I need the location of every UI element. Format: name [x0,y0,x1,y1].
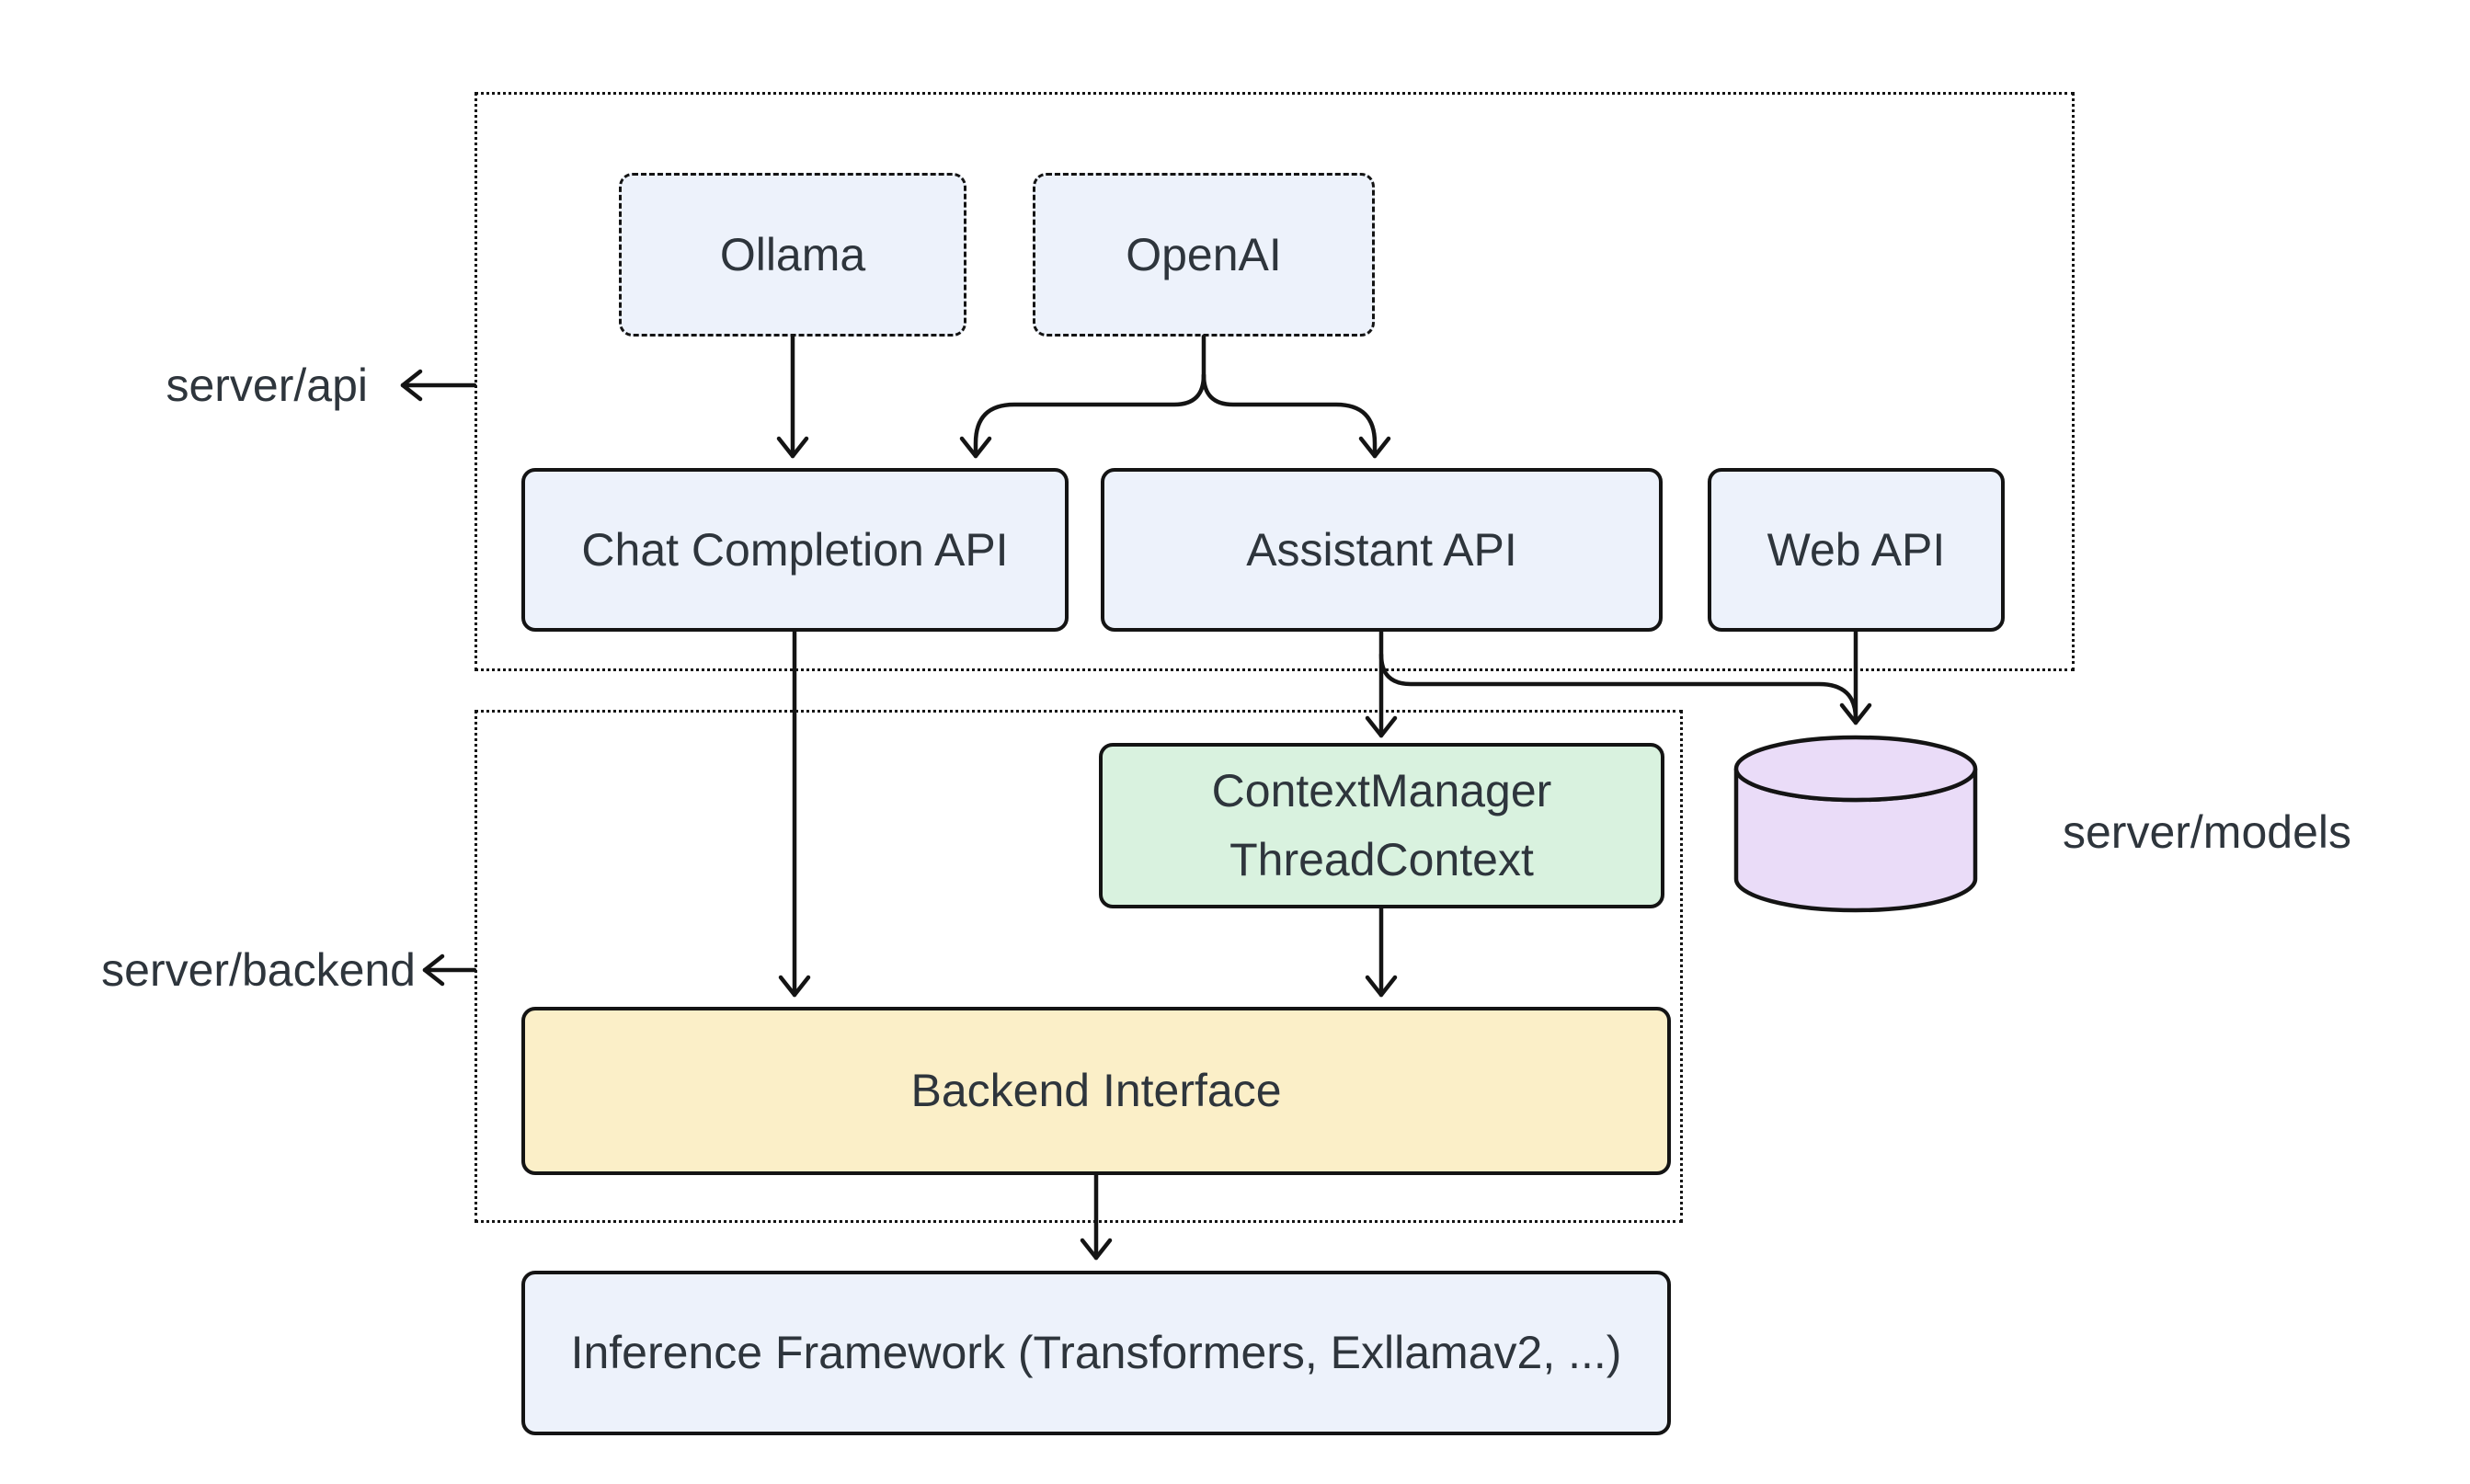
label-server-models: server/models [2063,806,2351,858]
node-context-manager-line2: ThreadContext [1229,834,1534,885]
node-openai-label: OpenAI [1126,228,1282,280]
node-backend-interface-label: Backend Interface [910,1065,1282,1116]
group-server-api [475,92,2075,671]
label-server-backend: server/backend [101,944,416,996]
node-ollama: Ollama [619,173,966,337]
node-ollama-label: Ollama [719,228,866,280]
node-backend-interface: Backend Interface [521,1007,1671,1175]
node-openai: OpenAI [1033,173,1375,337]
node-chat-completion-api-label: Chat Completion API [581,523,1009,576]
node-sqlite-label: sqlite [1801,805,1910,856]
node-assistant-api-label: Assistant API [1246,523,1517,576]
node-chat-completion-api: Chat Completion API [521,468,1069,632]
node-web-api: Web API [1708,468,2005,632]
node-web-api-label: Web API [1767,523,1946,576]
node-context-manager: ContextManager ThreadContext [1099,743,1664,908]
node-inference-framework-label: Inference Framework (Transformers, Exlla… [570,1327,1622,1378]
node-context-manager-line1: ContextManager [1211,765,1552,816]
node-inference-framework: Inference Framework (Transformers, Exlla… [521,1271,1671,1435]
label-server-api: server/api [166,360,368,411]
node-assistant-api: Assistant API [1101,468,1663,632]
group-server-backend [475,710,1683,1223]
